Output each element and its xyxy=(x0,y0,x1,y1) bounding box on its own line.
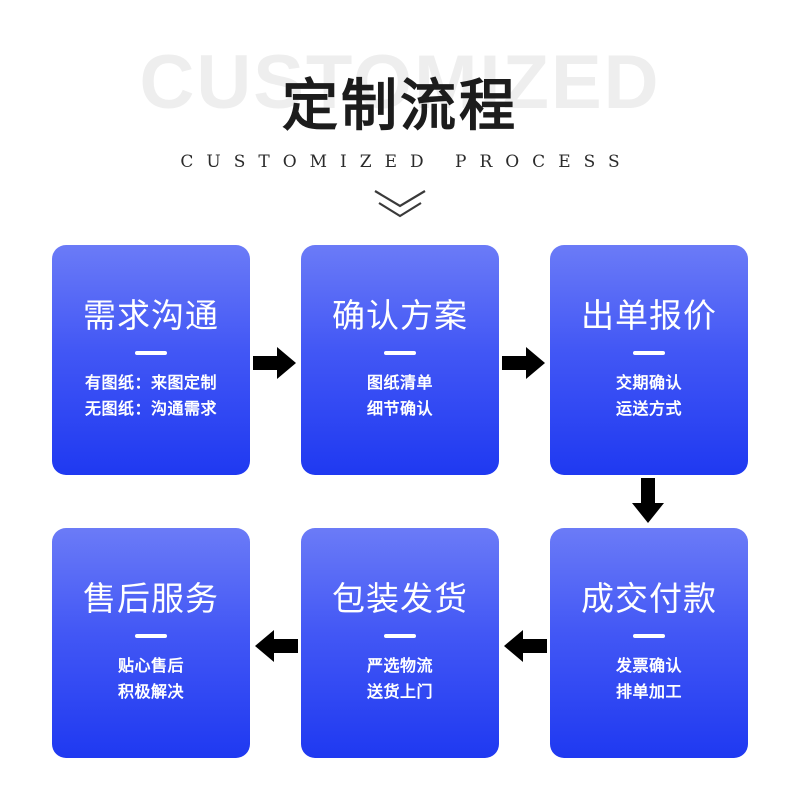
flow-step-card-3[interactable]: 出单报价 交期确认 运送方式 xyxy=(550,245,748,475)
flow-step-desc-line: 排单加工 xyxy=(615,683,682,701)
flow-step-title: 包装发货 xyxy=(332,579,468,617)
flow-step-card-6[interactable]: 售后服务 贴心售后 积极解决 xyxy=(52,528,250,758)
flow-step-card-2[interactable]: 确认方案 图纸清单 细节确认 xyxy=(301,245,499,475)
flow-step-title: 售后服务 xyxy=(83,579,219,617)
flow-step-desc: 交期确认 运送方式 xyxy=(616,371,682,422)
flow-step-divider xyxy=(135,634,167,639)
flow-step-desc-line: 图纸清单 xyxy=(366,375,433,393)
flow-step-desc: 严选物流 送货上门 xyxy=(367,654,433,705)
flow-step-divider xyxy=(135,351,167,356)
flow-step-desc-line: 严选物流 xyxy=(366,658,433,676)
flow-step-desc-line: 贴心售后 xyxy=(117,658,184,676)
arrow-left-icon xyxy=(253,628,299,664)
flow-step-desc-line: 细节确认 xyxy=(366,400,433,418)
arrow-right-icon xyxy=(253,345,297,381)
flow-step-desc-line: 无图纸：沟通需求 xyxy=(84,400,217,418)
flow-step-desc: 发票确认 排单加工 xyxy=(616,654,682,705)
flow-step-desc: 有图纸：来图定制 无图纸：沟通需求 xyxy=(85,371,217,422)
arrow-down-icon xyxy=(629,478,667,524)
flow-step-desc-line: 运送方式 xyxy=(615,400,682,418)
flow-step-divider xyxy=(384,351,416,356)
page-title: 定制流程 xyxy=(282,73,518,139)
flow-step-divider xyxy=(633,351,665,356)
flow-step-desc-line: 发票确认 xyxy=(615,658,682,676)
flow-step-desc: 贴心售后 积极解决 xyxy=(118,654,184,705)
arrow-left-icon xyxy=(502,628,548,664)
double-chevron-down-icon xyxy=(371,188,429,223)
flow-step-divider xyxy=(633,634,665,639)
page-header: CUSTOMIZED 定制流程 CUSTOMIZED PROCESS xyxy=(0,0,800,230)
flow-step-desc-line: 有图纸：来图定制 xyxy=(84,375,217,393)
flow-step-desc-line: 积极解决 xyxy=(117,683,184,701)
flow-step-title: 成交付款 xyxy=(581,579,717,617)
flow-step-card-4[interactable]: 成交付款 发票确认 排单加工 xyxy=(550,528,748,758)
flow-step-title: 确认方案 xyxy=(332,296,468,334)
flow-step-title: 需求沟通 xyxy=(83,296,219,334)
arrow-right-icon xyxy=(502,345,546,381)
flow-step-desc-line: 送货上门 xyxy=(366,683,433,701)
process-flow-diagram: 需求沟通 有图纸：来图定制 无图纸：沟通需求 确认方案 图纸清单 细节确认 出单… xyxy=(0,230,800,794)
flow-step-card-1[interactable]: 需求沟通 有图纸：来图定制 无图纸：沟通需求 xyxy=(52,245,250,475)
watermark-text: CUSTOMIZED xyxy=(139,40,661,125)
chevron-container xyxy=(0,188,800,223)
flow-step-card-5[interactable]: 包装发货 严选物流 送货上门 xyxy=(301,528,499,758)
page-subtitle: CUSTOMIZED PROCESS xyxy=(180,152,633,172)
flow-step-desc: 图纸清单 细节确认 xyxy=(367,371,433,422)
flow-step-divider xyxy=(384,634,416,639)
flow-step-desc-line: 交期确认 xyxy=(615,375,682,393)
flow-step-title: 出单报价 xyxy=(581,296,717,334)
